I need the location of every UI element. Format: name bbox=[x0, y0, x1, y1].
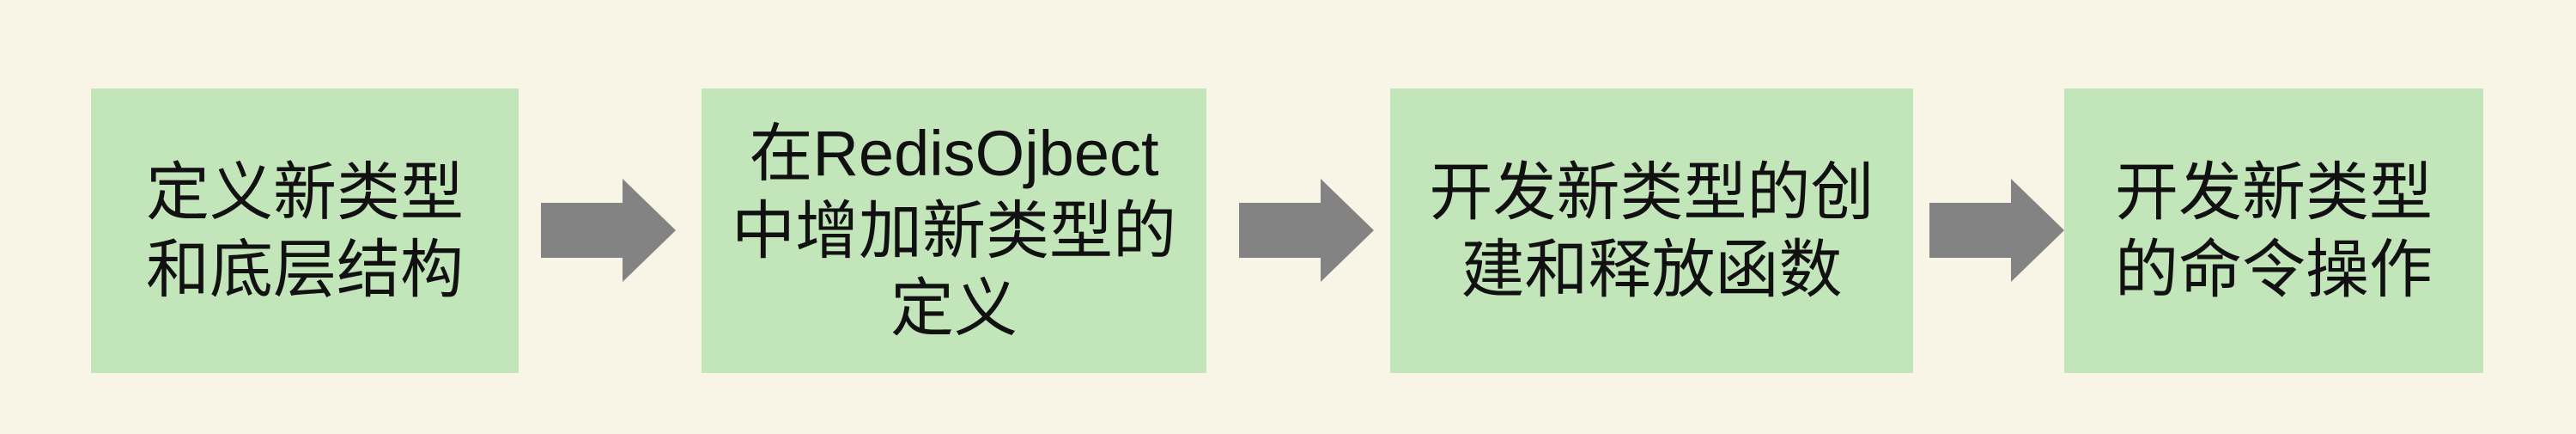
arrow-tail bbox=[1239, 203, 1321, 258]
arrow-head bbox=[2011, 179, 2064, 282]
step-text-line: 中增加新类型的 bbox=[732, 194, 1176, 266]
arrow-tail bbox=[1929, 203, 2011, 258]
flow-step-define-type: 定义新类型 和底层结构 bbox=[91, 89, 519, 373]
flow-step-create-free-functions: 开发新类型的创 建和释放函数 bbox=[1390, 89, 1913, 373]
step-text-line: 开发新类型的创 bbox=[1429, 156, 1874, 228]
flow-step-command-operations: 开发新类型 的命令操作 bbox=[2064, 89, 2483, 373]
right-arrow-icon bbox=[541, 179, 676, 282]
step-text-line: 定义新类型 bbox=[146, 156, 464, 228]
arrow-tail bbox=[541, 203, 623, 258]
step-text-line: 开发新类型 bbox=[2115, 156, 2433, 228]
step-text-line: 和底层结构 bbox=[146, 233, 464, 305]
step-text-line: 定义 bbox=[890, 272, 1018, 344]
step-text-line: 的命令操作 bbox=[2115, 233, 2433, 305]
flow-step-redisobject-definition: 在RedisOjbect 中增加新类型的 定义 bbox=[702, 89, 1206, 373]
arrow-head bbox=[1321, 179, 1374, 282]
arrow-head bbox=[623, 179, 676, 282]
step-text-line: 在RedisOjbect bbox=[749, 117, 1159, 189]
step-text-line: 建和释放函数 bbox=[1461, 233, 1843, 305]
right-arrow-icon bbox=[1239, 179, 1374, 282]
right-arrow-icon bbox=[1929, 179, 2064, 282]
